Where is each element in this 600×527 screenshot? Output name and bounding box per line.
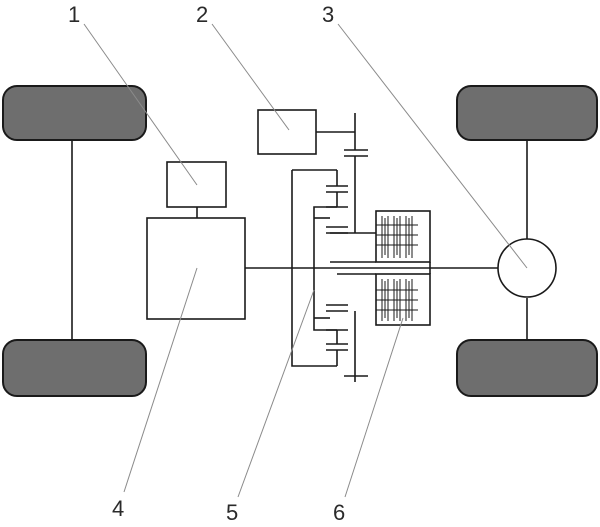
wheel-rear-right — [456, 339, 598, 397]
clutch-upper-plates — [376, 216, 418, 258]
leader-6 — [344, 317, 404, 498]
leader-4 — [123, 267, 198, 493]
label-5: 5 — [226, 500, 238, 525]
wheel-front-left — [2, 85, 147, 141]
clutch-upper-housing — [375, 210, 431, 263]
label-4: 4 — [112, 496, 124, 521]
leader-1 — [83, 23, 198, 186]
label-3: 3 — [322, 2, 334, 27]
leader-3 — [337, 23, 528, 269]
component-2-box — [257, 109, 317, 155]
label-6: 6 — [333, 500, 345, 525]
planetary-outer-frame — [291, 169, 337, 367]
label-1: 1 — [68, 2, 80, 27]
wheel-rear-left — [2, 339, 147, 397]
clutch-lower-plates — [376, 279, 418, 321]
component-4-engine — [146, 217, 246, 320]
wheel-front-right — [456, 85, 598, 141]
leader-5 — [237, 289, 315, 498]
label-2: 2 — [196, 2, 208, 27]
leader-2 — [211, 23, 290, 131]
